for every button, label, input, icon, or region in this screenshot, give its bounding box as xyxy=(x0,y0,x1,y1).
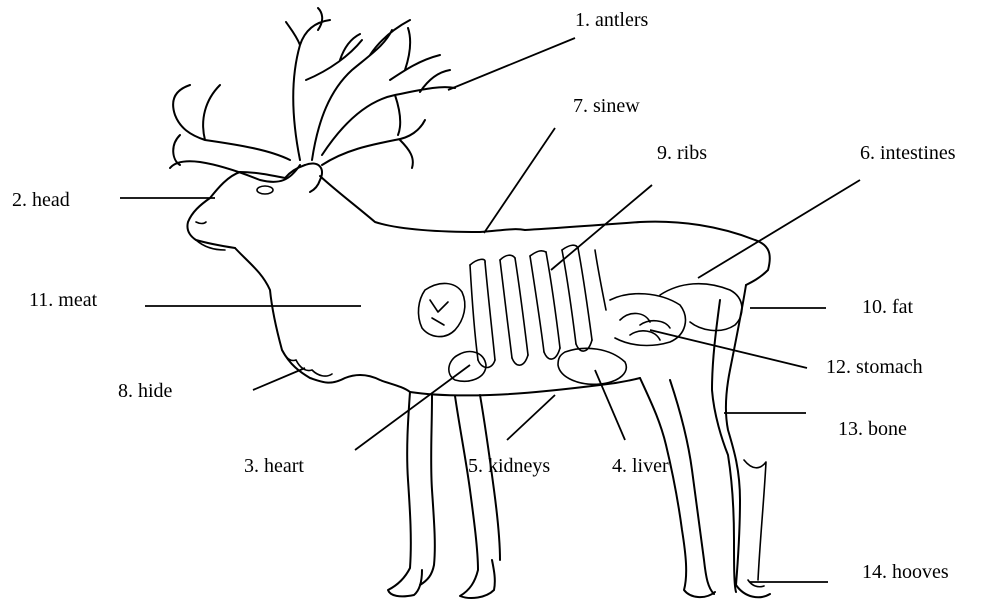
label-kidneys: 5. kidneys xyxy=(468,456,550,476)
front-legs xyxy=(388,392,500,598)
label-bone: 13. bone xyxy=(838,419,907,439)
fur-drawing xyxy=(282,350,332,376)
label-fat: 10. fat xyxy=(862,297,913,317)
leader-hide xyxy=(253,368,305,390)
leader-stomach xyxy=(650,330,807,368)
label-antlers: 1. antlers xyxy=(575,10,648,30)
label-head: 2. head xyxy=(12,190,70,210)
label-ribs: 9. ribs xyxy=(657,143,707,163)
label-sinew: 7. sinew xyxy=(573,96,640,116)
label-meat: 11. meat xyxy=(29,290,97,310)
ribs-drawing xyxy=(470,245,606,367)
leader-sinew xyxy=(484,128,555,233)
body-outline xyxy=(235,222,770,396)
leader-antlers xyxy=(448,38,575,90)
label-stomach: 12. stomach xyxy=(826,357,923,377)
leader-kidneys xyxy=(507,395,555,440)
label-heart: 3. heart xyxy=(244,456,304,476)
head-drawing xyxy=(187,163,525,250)
organs-drawing xyxy=(418,283,742,384)
label-hide: 8. hide xyxy=(118,381,172,401)
leader-liver xyxy=(595,370,625,440)
antlers-drawing xyxy=(170,8,455,182)
label-intestines: 6. intestines xyxy=(860,143,956,163)
label-liver: 4. liver xyxy=(612,456,669,476)
label-hooves: 14. hooves xyxy=(862,562,949,582)
